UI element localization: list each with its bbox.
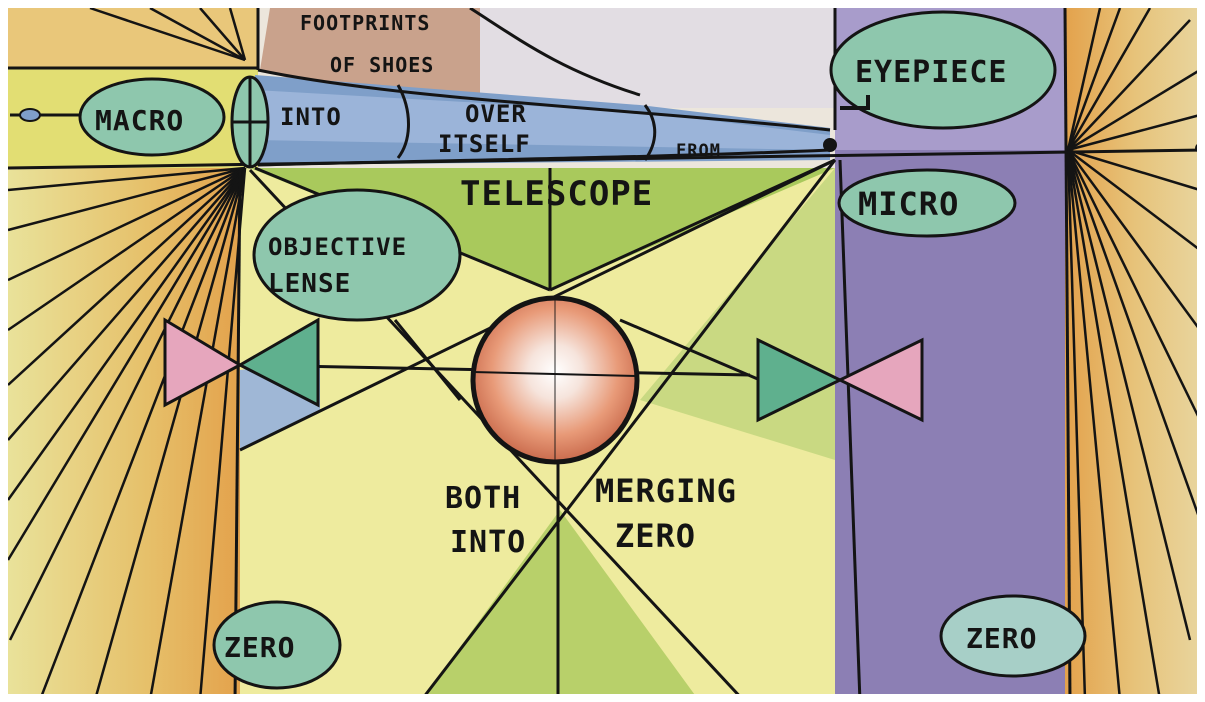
label-footprints-line1: FOOTPRINTS [300, 11, 430, 35]
eyepiece-bracket [840, 95, 870, 110]
label-objective-line2: LENSE [268, 269, 351, 299]
micro-oval [837, 168, 1017, 238]
label-from: FROM [676, 141, 721, 161]
label-zero-right: ZERO [966, 622, 1037, 655]
left-bowtie [163, 317, 320, 408]
zero-right-oval [939, 594, 1087, 678]
label-micro: MICRO [858, 185, 959, 223]
label-over: OVER [465, 100, 527, 128]
telescope-tube-light [255, 90, 830, 150]
lens-cross [230, 75, 270, 169]
tube-divider-2 [643, 104, 657, 161]
top-left-band [8, 8, 258, 68]
upper-middle-white [480, 8, 835, 108]
label-zero-text: ZERO [615, 517, 696, 555]
label-telescope: TELESCOPE [460, 174, 653, 214]
diagram-labels: FOOTPRINTS OF SHOES MACRO INTO OVER ITSE… [95, 11, 1037, 664]
label-macro: MACRO [95, 104, 184, 137]
label-merging: MERGING [595, 472, 737, 510]
label-into: INTO [280, 103, 342, 131]
eyepiece-oval [829, 10, 1057, 130]
label-itself: ITSELF [438, 130, 531, 158]
label-zero-left: ZERO [224, 631, 295, 664]
macro-oval [78, 77, 226, 157]
objective-oval [252, 188, 462, 322]
label-both: BOTH [445, 481, 521, 516]
label-footprints-line2: OF SHOES [330, 53, 434, 77]
right-fan-panel [1065, 8, 1205, 702]
zero-left-oval [212, 600, 342, 690]
right-bowtie [756, 337, 924, 423]
eyepiece-focal-dot [823, 138, 837, 152]
right-ray-fan [1066, 7, 1202, 701]
label-eyepiece: EYEPIECE [855, 55, 1008, 90]
left-end-dot [19, 108, 41, 122]
lower-green-triangle [420, 510, 700, 702]
label-objective-line1: OBJECTIVE [268, 233, 407, 261]
left-ray-fan [6, 6, 247, 701]
sphere-horizontal-axis [472, 371, 638, 377]
tube-divider-1 [396, 84, 410, 159]
label-into-lower: INTO [450, 525, 526, 560]
